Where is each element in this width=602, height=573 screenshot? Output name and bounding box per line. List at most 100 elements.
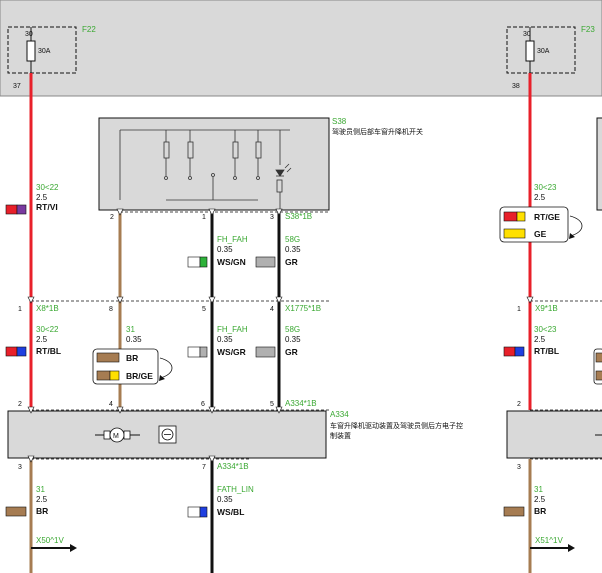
w3-upper-code: FH_FAH <box>217 235 248 244</box>
w1-lower-swatch-red <box>5 346 18 357</box>
w4-lower-swatch-gray <box>255 346 276 358</box>
module-a334-id: A334 <box>330 410 349 419</box>
w1-upper-size: 2.5 <box>36 193 48 202</box>
right-partial-module <box>506 410 602 459</box>
wire-label-w3-upper: FH_FAH 0.35 WS/GN <box>187 235 248 268</box>
s38-pin-right: 3 <box>270 214 274 221</box>
w6-code: FATH_LIN <box>217 485 254 494</box>
wire-label-w1-lower: 30<22 2.5 RT/BL <box>5 325 61 357</box>
a334-conn-bot: A334*1B <box>217 462 249 471</box>
w1-upper-color: RT/VI <box>36 202 58 212</box>
right-pin-a: 2 <box>517 401 521 408</box>
fuse-f22-element <box>26 40 36 62</box>
switch-s38-id: S38 <box>332 117 347 126</box>
wire-label-r1-lower: 30<23 2.5 RT/BL <box>503 325 559 357</box>
ground-x51-label: X51^1V <box>535 536 563 545</box>
ground-x51[interactable]: X51^1V <box>530 536 575 552</box>
connector-markers <box>27 208 534 463</box>
w1-upper-swatch-violet <box>16 204 27 215</box>
fuse-f22-frame <box>7 26 77 74</box>
w5-swatch-brown <box>5 506 27 517</box>
w1-lower-code: 30<22 <box>36 325 59 334</box>
x1775-pin-1: 8 <box>109 306 113 313</box>
motor-icon: M <box>95 427 140 443</box>
w5-code: 31 <box>36 485 45 494</box>
w4-upper-code: 58G <box>285 235 300 244</box>
w3-upper-color: WS/GN <box>217 257 246 267</box>
w3-lower-size: 0.35 <box>217 335 233 344</box>
w4-upper-swatch-gray <box>255 256 276 268</box>
w6-swatch-white <box>187 506 201 518</box>
wire-label-w5-bottom: 31 2.5 BR <box>5 485 48 517</box>
fuse-f22-bottom-pin: 37 <box>13 83 21 90</box>
power-distribution-band <box>0 0 602 97</box>
r1-upper-code: 30<23 <box>534 183 557 192</box>
w3-upper-swatch-white <box>187 256 201 268</box>
w2-color1: BR <box>126 353 138 363</box>
fuse-f23-frame <box>506 26 576 74</box>
ground-x50[interactable]: X50^1V <box>31 536 77 552</box>
module-a334-desc-1: 车窗升降机驱动装置及驾驶员侧后方电子控 <box>330 421 463 430</box>
r1-lower-code: 30<23 <box>534 325 557 334</box>
w4-upper-color: GR <box>285 257 298 267</box>
w1-lower-swatch-blue <box>16 346 27 357</box>
wire-label-w4-lower: 58G 0.35 GR <box>255 325 301 358</box>
module-a334-desc-2: 制装置 <box>330 431 351 440</box>
w1-upper-code: 30<22 <box>36 183 59 192</box>
a334-pin-bot-1: 3 <box>18 464 22 471</box>
fuse-f22-rating: 30A <box>38 48 51 55</box>
a334-pin-top-1: 2 <box>18 401 22 408</box>
r1-swatch-red <box>503 211 518 222</box>
r-bottom-swatch-brown <box>503 506 525 517</box>
w6-color: WS/BL <box>217 507 244 517</box>
switch-s38-body <box>98 117 330 211</box>
x1775-pin-2: 5 <box>202 306 206 313</box>
w4-lower-size: 0.35 <box>285 335 301 344</box>
a334-pin-bot-2: 7 <box>202 464 206 471</box>
s38-pin-left: 2 <box>110 214 114 221</box>
w2-swatch-yellow <box>109 370 120 381</box>
fuse-f23-rating: 30A <box>537 48 550 55</box>
w4-upper-size: 0.35 <box>285 245 301 254</box>
w2-lower-size: 0.35 <box>126 335 142 344</box>
w2-swatch-brown2 <box>96 370 111 381</box>
switch-s38[interactable]: S38 驾驶员侧后部车窗升降机开关 <box>98 117 423 211</box>
r1-lower-swatch-blue <box>514 346 525 357</box>
x1775-pin-3: 4 <box>270 306 274 313</box>
module-a334[interactable]: M A334 车窗升降机驱动装置及驾驶员侧后方电子控 制装置 <box>7 410 463 459</box>
fuse-f23[interactable]: 30 30A F23 38 <box>506 25 595 90</box>
w6-swatch-blue <box>199 506 208 518</box>
a334-pin-top-4: 5 <box>270 401 274 408</box>
w3-lower-code: FH_FAH <box>217 325 248 334</box>
r-bottom-color: BR <box>534 506 546 516</box>
r-bottom-size: 2.5 <box>534 495 546 504</box>
r1-variant-arrow <box>569 215 583 237</box>
w3-lower-color: WS/GR <box>217 347 246 357</box>
wire-label-r-bottom: 31 2.5 BR <box>503 485 546 517</box>
x8-label: X8*1B <box>36 304 59 313</box>
w1-lower-size: 2.5 <box>36 335 48 344</box>
wire-label-w6-bottom: FATH_LIN 0.35 WS/BL <box>187 485 254 518</box>
r1-upper-size: 2.5 <box>534 193 546 202</box>
fuse-f22-id: F22 <box>82 25 96 34</box>
wire-label-w3-lower: FH_FAH 0.35 WS/GR <box>187 325 248 358</box>
svg-text:M: M <box>113 433 119 440</box>
w3-upper-size: 0.35 <box>217 245 233 254</box>
fuse-f22[interactable]: 30 30A F22 37 <box>7 25 96 90</box>
switch-s38-internals <box>119 129 292 210</box>
r-bottom-code: 31 <box>534 485 543 494</box>
w6-size: 0.35 <box>217 495 233 504</box>
wire-label-w4-upper: 58G 0.35 GR <box>255 235 301 268</box>
fuse-f23-id: F23 <box>581 25 595 34</box>
r1-color1: RT/GE <box>534 212 560 222</box>
w4-lower-code: 58G <box>285 325 300 334</box>
a334-pin-top-3: 6 <box>201 401 205 408</box>
fuse-f23-element <box>525 40 535 62</box>
ground-x50-arrow-icon <box>70 544 77 552</box>
x9-label: X9*1B <box>535 304 558 313</box>
w5-size: 2.5 <box>36 495 48 504</box>
w5-color: BR <box>36 506 48 516</box>
a334-pin-top-2: 4 <box>109 401 113 408</box>
wire-label-r1-upper: 30<23 2.5 RT/GE GE <box>499 183 583 243</box>
r1-swatch-yellow2 <box>503 228 526 239</box>
